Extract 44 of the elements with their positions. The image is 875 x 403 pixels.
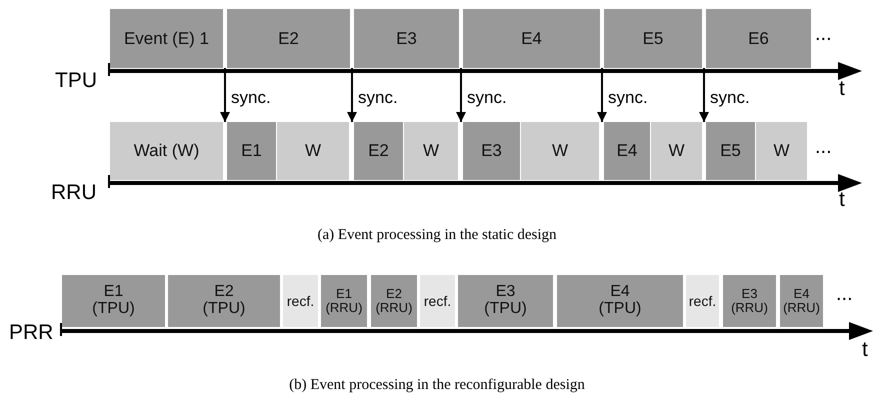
event-block: E2 (RRU) bbox=[371, 275, 417, 327]
wait-block: Wait (W) bbox=[110, 122, 223, 180]
event-block: E4 (RRU) bbox=[780, 275, 823, 327]
reconfiguration-block: recf. bbox=[420, 275, 455, 327]
event-block: E3 bbox=[463, 122, 520, 180]
event-block: E6 bbox=[706, 9, 811, 68]
sync-arrow bbox=[220, 68, 230, 122]
axis-label: TPU bbox=[55, 70, 97, 91]
axis-label: t bbox=[839, 189, 845, 210]
event-block: E3 (TPU) bbox=[458, 275, 553, 327]
sync-arrow bbox=[699, 68, 709, 122]
axis-label: t bbox=[839, 78, 845, 99]
event-block: E5 bbox=[706, 122, 755, 180]
axis-label: PRR bbox=[9, 322, 54, 343]
event-block: E2 bbox=[227, 9, 350, 68]
event-block: E2 (TPU) bbox=[168, 275, 280, 327]
ellipsis: ... bbox=[836, 284, 853, 304]
event-block: E4 bbox=[463, 9, 600, 68]
sync-arrow bbox=[456, 68, 466, 122]
axis-label: RRU bbox=[51, 182, 96, 203]
wait-block: W bbox=[404, 122, 458, 180]
event-block: E2 bbox=[354, 122, 403, 180]
sync-arrow bbox=[347, 68, 357, 122]
wait-block: W bbox=[277, 122, 349, 180]
wait-block: W bbox=[756, 122, 807, 180]
event-block: E4 (TPU) bbox=[557, 275, 683, 327]
event-block: E3 (RRU) bbox=[723, 275, 776, 327]
event-block: E5 bbox=[604, 9, 702, 68]
event-block: E3 bbox=[354, 9, 459, 68]
caption: (a) Event processing in the static design bbox=[317, 228, 557, 243]
event-block: E4 bbox=[604, 122, 650, 180]
caption: (b) Event processing in the reconfigurable design bbox=[289, 378, 585, 393]
event-block: E1 (RRU) bbox=[321, 275, 367, 327]
event-block: Event (E) 1 bbox=[110, 9, 223, 68]
event-block: E1 bbox=[227, 122, 276, 180]
event-block: E1 (TPU) bbox=[62, 275, 165, 327]
wait-block: W bbox=[521, 122, 599, 180]
reconfiguration-block: recf. bbox=[283, 275, 318, 327]
axis-label: t bbox=[862, 339, 868, 360]
wait-block: W bbox=[651, 122, 702, 180]
sync-arrow bbox=[597, 68, 607, 122]
ellipsis: ... bbox=[815, 137, 832, 157]
reconfiguration-block: recf. bbox=[686, 275, 719, 327]
ellipsis: ... bbox=[815, 24, 832, 44]
